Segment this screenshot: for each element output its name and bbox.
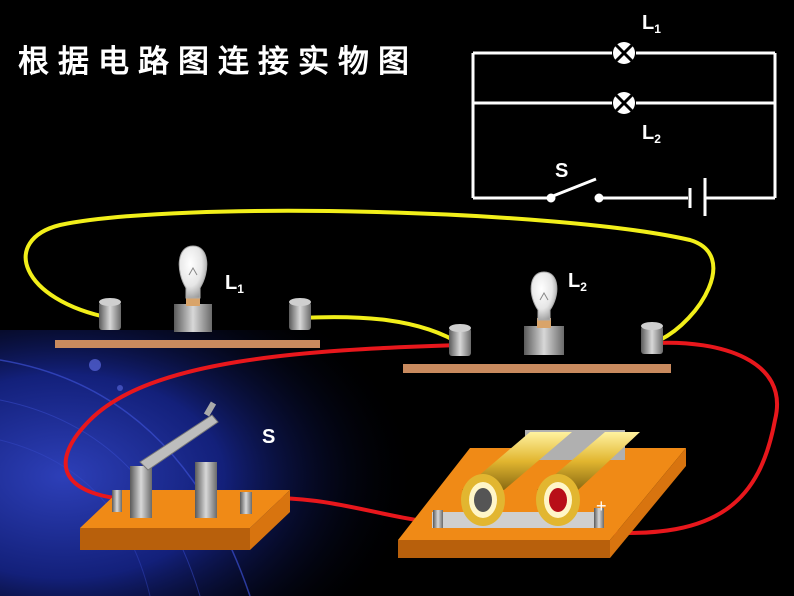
lamp1-terminal-right [289,298,311,330]
page-title: 根据电路图连接实物图 [18,44,418,80]
lamp2-label: L2 [568,270,587,294]
lamp2-shelf [403,364,671,373]
yellow-wire-top [23,208,716,342]
battery-cell-right [536,432,640,526]
lamp2-terminal-left [449,324,471,356]
lamp2-terminal-right [641,322,663,354]
schematic-lamp2-label: L2 [642,122,661,146]
switch-label: S [262,426,276,448]
red-wire-left [63,343,461,500]
battery-positive-label: + [596,496,607,516]
lamp1-terminal-left [99,298,121,330]
yellow-wire-middle [299,315,464,347]
battery-cell-left [461,432,572,526]
lamp1-shelf [55,340,320,348]
lamp2-bulb [524,271,564,355]
battery-holder [398,430,686,558]
schematic-switch-label: S [555,160,569,182]
schematic-lamp-l2 [613,92,635,114]
knife-switch [80,401,290,550]
schematic-diagram [471,51,777,216]
schematic-lamp1-label: L1 [642,12,661,36]
lamp1-bulb [174,245,212,332]
red-wire-right [599,340,779,535]
schematic-lamp-l1 [613,42,635,64]
lamp1-label: L1 [225,272,244,296]
